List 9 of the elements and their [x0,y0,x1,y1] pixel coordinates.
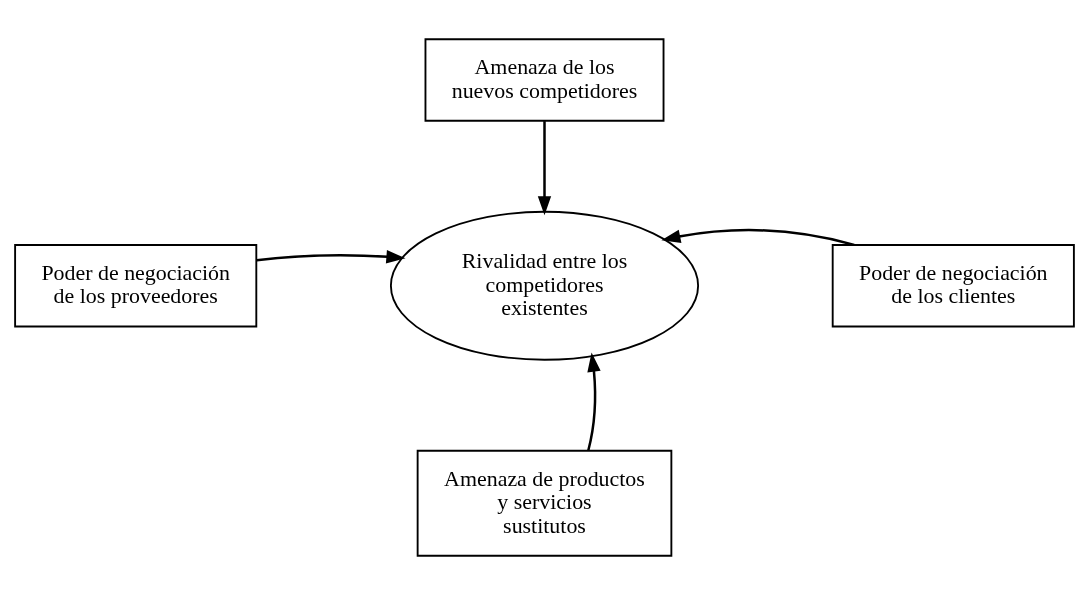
node-box: Poder de negociación de los proveedores [14,244,258,328]
arrow [537,121,552,216]
node-ellipse: Rivalidad entre los competidores existentes [389,210,700,361]
arrow [256,250,406,264]
arrow [661,228,855,247]
node-box: Amenaza de productos y servicios sustitutos [416,449,673,557]
node-box: Poder de negociación de los clientes [831,244,1075,328]
arrow [587,352,601,451]
node-box: Amenaza de los nuevos competidores [424,38,665,122]
